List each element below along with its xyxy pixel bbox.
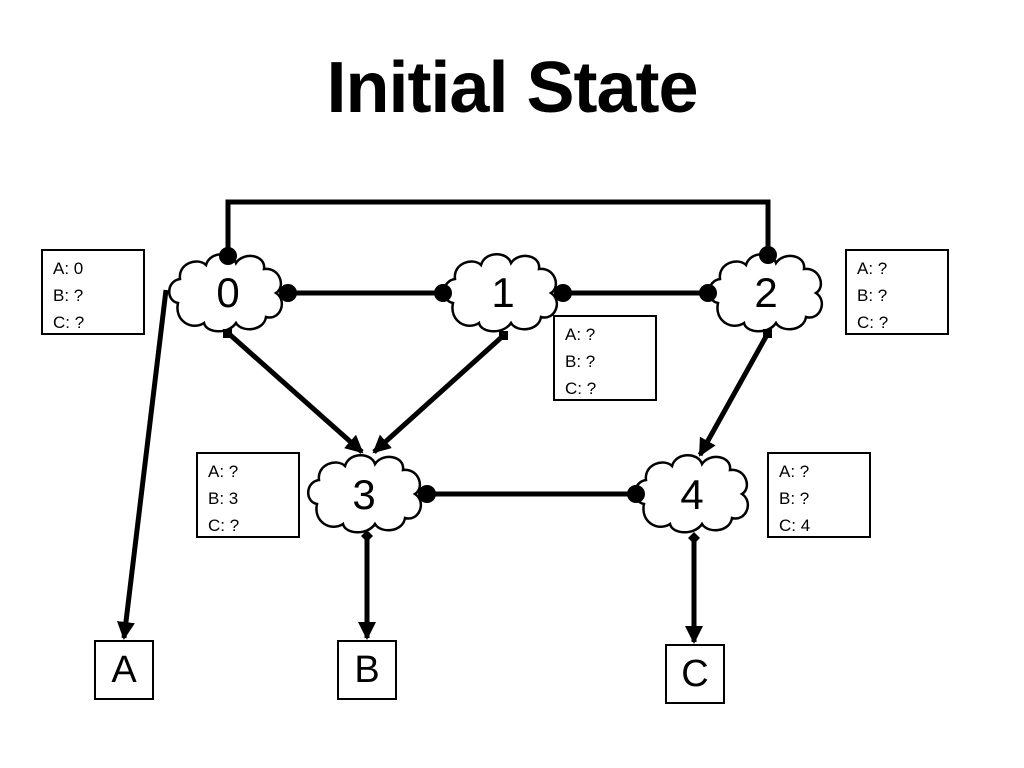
table-row: B: ? [779, 489, 810, 508]
routing-table-node-2: A: ? B: ? C: ? [845, 249, 949, 335]
node-0-label: 0 [216, 269, 240, 316]
cloud-node-0 [168, 253, 284, 333]
routing-table-node-1: A: ? B: ? C: ? [553, 315, 657, 401]
dot-4-left [627, 485, 645, 503]
node-1-label: 1 [491, 269, 515, 316]
cloud-node-2 [708, 253, 824, 333]
cloud-node-4 [634, 454, 750, 534]
cloud-node-1 [443, 253, 559, 333]
table-row: C: ? [208, 516, 240, 535]
dot-1-left [434, 284, 452, 302]
table-row: B: ? [565, 352, 596, 371]
port-0-bottom [223, 329, 232, 338]
clouds [168, 253, 824, 534]
table-row: C: ? [857, 313, 889, 332]
table-row: B: 3 [208, 489, 239, 508]
table-row: A: ? [565, 325, 596, 344]
table-row: C: ? [53, 313, 85, 332]
table-row: B: ? [53, 286, 84, 305]
node-3-label: 3 [352, 471, 376, 518]
table-row: C: 4 [779, 516, 811, 535]
destination-a: A [94, 640, 154, 700]
table-row: B: ? [857, 286, 888, 305]
page-title: Initial State [326, 48, 698, 128]
table-row: A: 0 [53, 259, 84, 278]
link-0-2 [225, 199, 771, 255]
link-1-3 [372, 333, 506, 454]
destination-b: B [337, 640, 397, 700]
routing-table-node-3: A: ? B: 3 C: ? [196, 452, 300, 538]
link-0-3 [226, 331, 364, 454]
destination-c: C [665, 644, 725, 704]
dot-0-right [279, 284, 297, 302]
links [116, 199, 771, 644]
node-2-label: 2 [754, 269, 778, 316]
routing-table-node-4: A: ? B: ? C: 4 [767, 452, 871, 538]
link-0-A [116, 289, 169, 640]
port-3-bottom [361, 530, 373, 542]
table-row: A: ? [208, 462, 239, 481]
routing-table-node-0: A: 0 B: ? C: ? [41, 249, 145, 335]
port-2-bottom [763, 329, 772, 338]
dot-2-left [699, 284, 717, 302]
dot-3-right [418, 485, 436, 503]
table-row: C: ? [565, 379, 597, 398]
dot-1-right [554, 284, 572, 302]
node-4-label: 4 [680, 471, 704, 518]
connection-dots [219, 246, 777, 544]
port-4-bottom [688, 532, 700, 544]
link-2-4 [697, 331, 771, 457]
table-row: A: ? [857, 259, 888, 278]
cloud-node-3 [307, 454, 423, 534]
table-row: A: ? [779, 462, 810, 481]
dot-2-top [759, 246, 777, 264]
port-1-bottom [499, 331, 508, 340]
dot-0-top [219, 247, 237, 265]
